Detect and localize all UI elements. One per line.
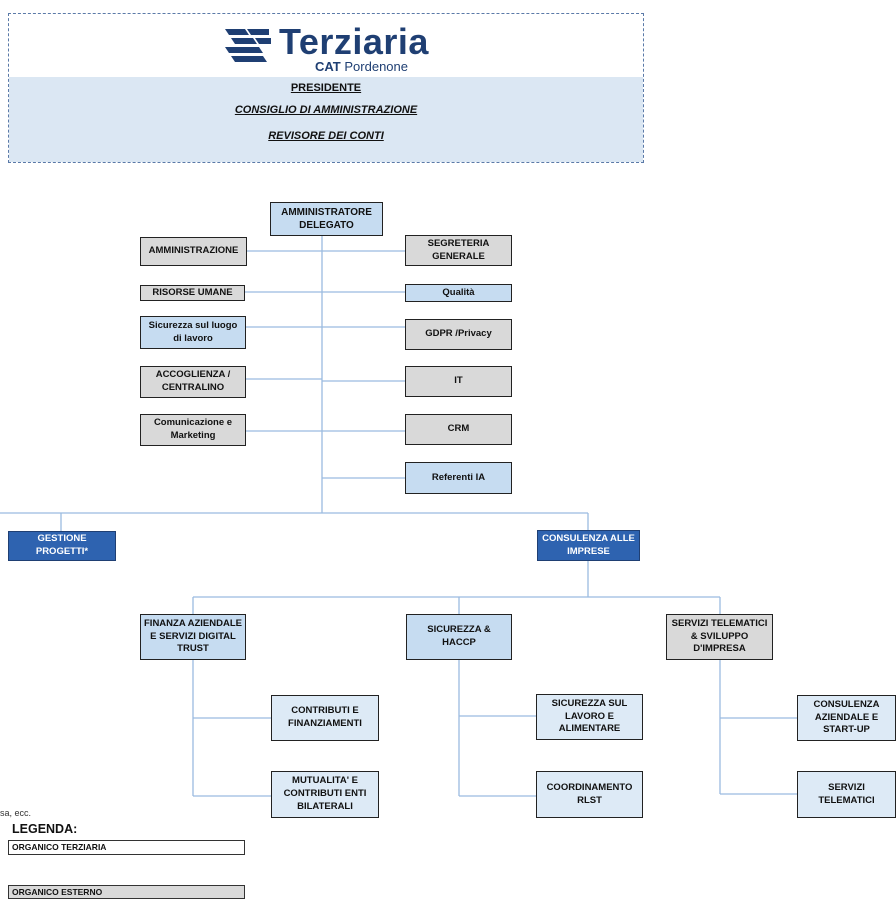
governance-header: Terziaria CAT Pordenone PRESIDENTE CONSI… — [8, 13, 644, 163]
terziaria-logo: Terziaria CAT Pordenone — [223, 21, 428, 75]
staff-box-communication: Comunicazione e Marketing — [140, 414, 246, 446]
logo-subtitle: CAT Pordenone — [315, 59, 408, 74]
logo-wordmark: Terziaria — [279, 21, 429, 62]
unit-mutuality: MUTUALITA' E CONTRIBUTI ENTI BILATERALI — [271, 771, 379, 818]
logo-mark-icon — [225, 29, 271, 62]
area-safety-haccp: SICUREZZA & HACCP — [406, 614, 512, 660]
staff-box-human-resources: RISORSE UMANE — [140, 285, 245, 301]
staff-box-gdpr: GDPR /Privacy — [405, 319, 512, 350]
legend-external: ORGANICO ESTERNO — [8, 885, 245, 899]
division-projects: GESTIONE PROGETTI* — [8, 531, 116, 561]
logo-sub-bold: CAT — [315, 59, 341, 74]
unit-rlst: COORDINAMENTO RLST — [536, 771, 643, 818]
footnote: sa, ecc. — [0, 808, 32, 818]
unit-contributions: CONTRIBUTI E FINANZIAMENTI — [271, 695, 379, 741]
area-finance: FINANZA AZIENDALE E SERVIZI DIGITAL TRUS… — [140, 614, 246, 660]
auditor-label: REVISORE DEI CONTI — [268, 130, 384, 142]
legend-title: LEGENDA: — [12, 822, 78, 836]
logo-sub-city: Pordenone — [344, 59, 409, 74]
board-label: CONSIGLIO DI AMMINISTRAZIONE — [234, 104, 418, 116]
staff-box-crm: CRM — [405, 414, 512, 445]
staff-box-reception: ACCOGLIENZA / CENTRALINO — [140, 366, 246, 398]
staff-box-general-secretariat: SEGRETERIA GENERALE — [405, 235, 512, 266]
president-label: PRESIDENTE — [290, 82, 362, 94]
staff-box-administration: AMMINISTRAZIONE — [140, 237, 247, 266]
staff-box-it: IT — [405, 366, 512, 397]
staff-box-quality: Qualità — [405, 284, 512, 302]
ceo-box: AMMINISTRATORE DELEGATO — [270, 202, 383, 236]
area-telematics: SERVIZI TELEMATICI & SVILUPPO D'IMPRESA — [666, 614, 773, 660]
unit-work-safety: SICUREZZA SUL LAVORO E ALIMENTARE — [536, 694, 643, 740]
unit-startup-consulting: CONSULENZA AZIENDALE E START-UP — [797, 695, 896, 741]
legend-internal: ORGANICO TERZIARIA — [8, 840, 245, 855]
unit-telematic-services: SERVIZI TELEMATICI — [797, 771, 896, 818]
staff-box-ai-referents: Referenti IA — [405, 462, 512, 494]
division-consulting: CONSULENZA ALLE IMPRESE — [537, 530, 640, 561]
staff-box-workplace-safety: Sicurezza sul luogo di lavoro — [140, 316, 246, 349]
header-band — [9, 77, 643, 162]
